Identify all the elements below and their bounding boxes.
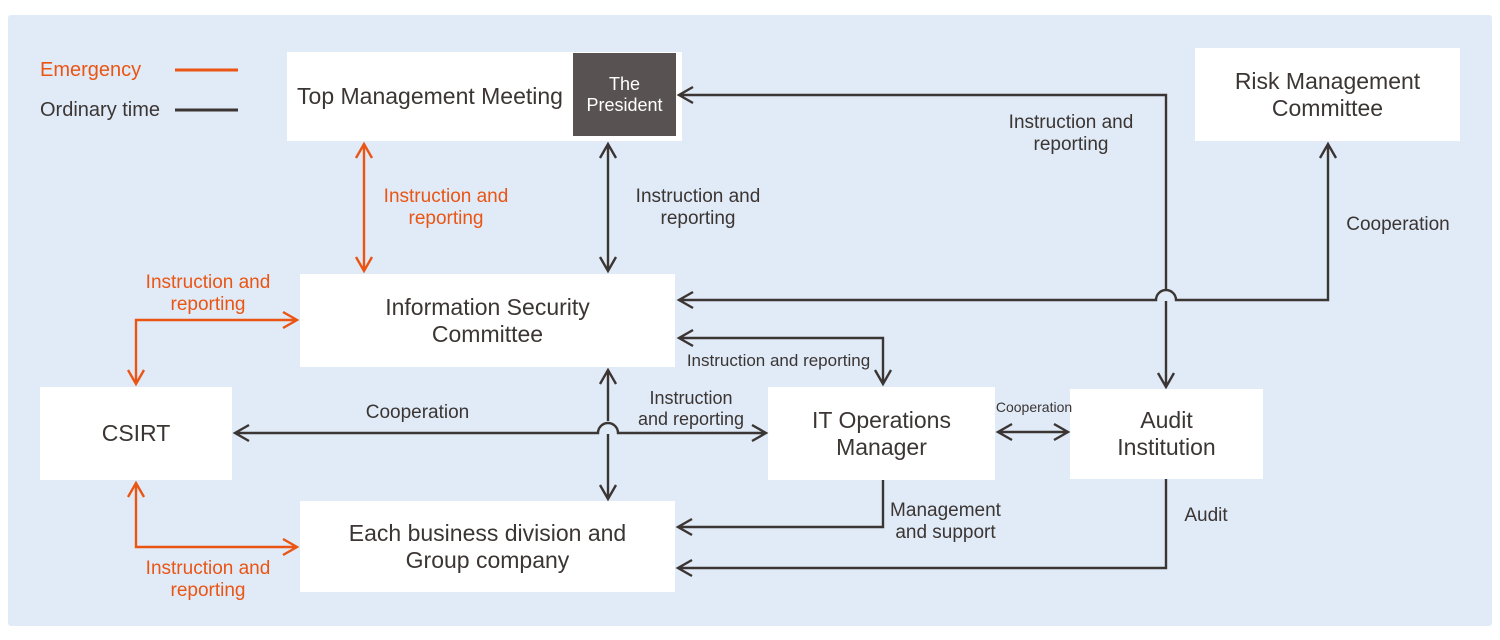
- audit-institution-label: Audit Institution: [1117, 407, 1216, 460]
- it-operations-manager-label: IT Operations Manager: [812, 406, 951, 460]
- label-president-audit: Instruction and reporting: [1008, 112, 1134, 155]
- label-isc-itops: Instruction and reporting: [686, 351, 871, 370]
- label-csirt-isc: Instruction and reporting: [145, 272, 271, 315]
- the-president-label: The President: [586, 73, 663, 115]
- label-itops-audit-cooperation: Cooperation: [995, 399, 1073, 415]
- top-management-meeting-label: Top Management Meeting: [297, 83, 563, 109]
- legend-emergency-label: Emergency: [40, 59, 142, 81]
- csirt-label: CSIRT: [101, 420, 171, 446]
- business-division-label: Each business division and Group company: [348, 519, 627, 573]
- box-information-security-committee: Information Security Committee: [300, 274, 675, 367]
- label-audit: Audit: [1184, 505, 1228, 526]
- box-risk-management-committee: Risk Management Committee: [1195, 48, 1460, 141]
- label-rmc-cooperation: Cooperation: [1346, 214, 1450, 235]
- box-the-president: The President: [573, 53, 676, 136]
- box-csirt: CSIRT: [40, 387, 232, 480]
- legend-ordinary-label: Ordinary time: [40, 99, 161, 121]
- label-management-support: Management and support: [890, 500, 1001, 543]
- box-business-division-group-company: Each business division and Group company: [300, 501, 675, 592]
- risk-management-committee-label: Risk Management Committee: [1234, 67, 1421, 121]
- label-president-isc: Instruction and reporting: [635, 186, 761, 229]
- label-isc-division: Instruction and reporting: [637, 388, 745, 429]
- box-it-operations-manager: IT Operations Manager: [768, 387, 995, 480]
- label-csirt-division: Instruction and reporting: [145, 558, 271, 601]
- box-audit-institution: Audit Institution: [1070, 389, 1263, 479]
- label-tmm-isc: Instruction and reporting: [383, 186, 509, 229]
- label-csirt-cooperation: Cooperation: [365, 402, 470, 423]
- information-security-committee-label: Information Security Committee: [385, 293, 590, 347]
